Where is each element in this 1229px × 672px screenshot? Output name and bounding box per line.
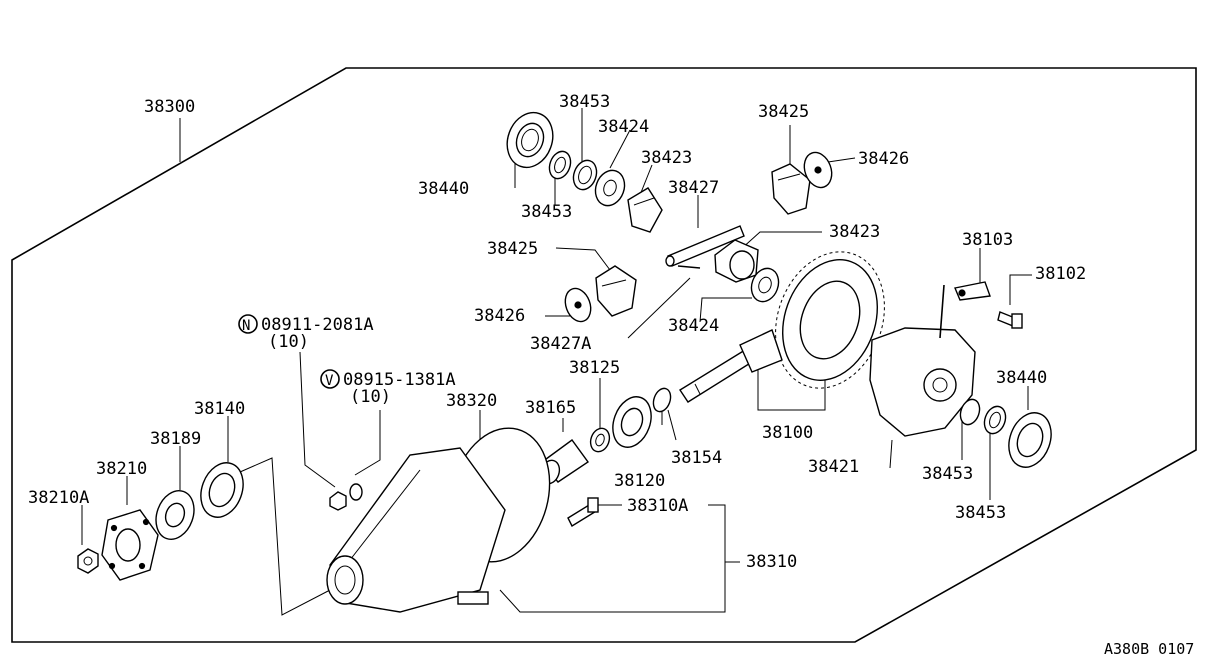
label-washer-code: 08915-1381A bbox=[343, 370, 456, 390]
label-38300: 38300 bbox=[144, 97, 195, 117]
label-38423-b: 38423 bbox=[829, 222, 880, 242]
label-38440-a: 38440 bbox=[418, 179, 469, 199]
nut-symbol: N bbox=[242, 318, 250, 334]
leader-lines bbox=[81, 108, 1032, 616]
label-38125: 38125 bbox=[569, 358, 620, 378]
label-38427: 38427 bbox=[668, 178, 719, 198]
label-38320: 38320 bbox=[446, 391, 497, 411]
companion-flange-38210 bbox=[101, 509, 159, 581]
label-washer-qty: (10) bbox=[350, 387, 391, 407]
label-38424-a: 38424 bbox=[598, 117, 649, 137]
nut-08911 bbox=[329, 491, 347, 511]
label-38440-b: 38440 bbox=[996, 368, 1047, 388]
shim-38453-right bbox=[959, 398, 1007, 435]
label-38120: 38120 bbox=[614, 471, 665, 491]
label-38425-b: 38425 bbox=[487, 239, 538, 259]
label-nut-qty: (10) bbox=[268, 332, 309, 352]
label-38426-a: 38426 bbox=[858, 149, 909, 169]
label-38210: 38210 bbox=[96, 459, 147, 479]
differential-case-38421 bbox=[869, 284, 976, 437]
lock-pin-38427A bbox=[677, 265, 701, 269]
label-38165: 38165 bbox=[525, 398, 576, 418]
label-38453-d: 38453 bbox=[955, 503, 1006, 523]
washer-symbol-circle bbox=[320, 369, 340, 389]
bracket-38103 bbox=[954, 281, 991, 301]
pinion-gear-38425-left bbox=[595, 265, 637, 317]
part-labels: 38300 38453 38424 38423 38440 38453 3842… bbox=[28, 92, 1194, 658]
label-38310A: 38310A bbox=[627, 496, 688, 516]
bearing-38440-top bbox=[506, 111, 554, 169]
bearing-38440-right bbox=[1008, 412, 1052, 468]
bolt-38102 bbox=[997, 311, 1023, 329]
side-gear-38423-right bbox=[714, 239, 759, 283]
bearing-38120 bbox=[612, 396, 652, 448]
washer-38426-right bbox=[803, 151, 833, 189]
label-38423-a: 38423 bbox=[641, 148, 692, 168]
label-38310: 38310 bbox=[746, 552, 797, 572]
label-38100: 38100 bbox=[762, 423, 813, 443]
nut-38210A bbox=[77, 548, 99, 574]
oil-seal-38125 bbox=[589, 427, 611, 453]
thrust-washer-38424-right bbox=[750, 267, 780, 303]
carrier-housing-38320 bbox=[326, 427, 551, 613]
label-38421: 38421 bbox=[808, 457, 859, 477]
washer-08915 bbox=[349, 483, 363, 501]
washer-38426-left bbox=[564, 287, 592, 323]
label-38426-b: 38426 bbox=[474, 306, 525, 326]
nut-symbol-circle bbox=[238, 314, 258, 334]
label-38424-b: 38424 bbox=[668, 316, 719, 336]
drive-pinion bbox=[679, 329, 783, 403]
diagram-id: A380B 0107 bbox=[1104, 640, 1194, 658]
label-38427A: 38427A bbox=[530, 334, 591, 354]
label-38453-c: 38453 bbox=[922, 464, 973, 484]
thrust-washer-38424-top bbox=[594, 169, 626, 207]
pinion-gear-38425-right bbox=[771, 163, 811, 215]
label-38154: 38154 bbox=[671, 448, 722, 468]
label-38103: 38103 bbox=[962, 230, 1013, 250]
label-38140: 38140 bbox=[194, 399, 245, 419]
label-38189: 38189 bbox=[150, 429, 201, 449]
assembly-boundary bbox=[11, 67, 1197, 643]
spacer-38154 bbox=[652, 387, 672, 413]
label-38210A: 38210A bbox=[28, 488, 89, 508]
washer-symbol: V bbox=[325, 373, 334, 389]
label-38453-a: 38453 bbox=[559, 92, 610, 112]
label-nut-code: 08911-2081A bbox=[261, 315, 374, 335]
label-38425-a: 38425 bbox=[758, 102, 809, 122]
pinion-shaft-38427 bbox=[665, 225, 745, 267]
deflector-38189 bbox=[155, 490, 195, 540]
label-38453-b: 38453 bbox=[521, 202, 572, 222]
side-gear-38423-top bbox=[627, 187, 663, 233]
shim-38453 bbox=[548, 150, 598, 191]
ring-gear-38100 bbox=[775, 251, 885, 389]
oil-seal-38140 bbox=[200, 462, 244, 518]
label-38102: 38102 bbox=[1035, 264, 1086, 284]
stud-bolt-38310A bbox=[567, 497, 599, 527]
